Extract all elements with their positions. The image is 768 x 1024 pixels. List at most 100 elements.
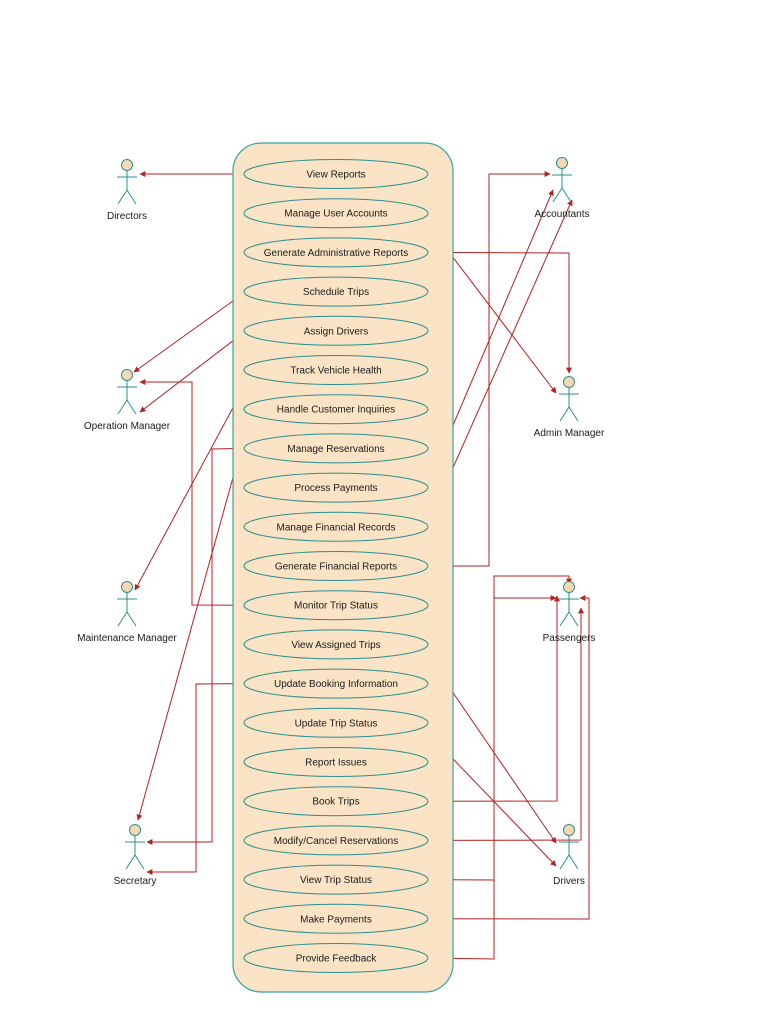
usecase-ellipse [243,198,429,229]
usecase-label: View Assigned Trips [291,640,380,651]
usecase-ellipse [243,668,429,699]
usecase-ellipse [243,707,429,738]
actor-label: Maintenance Manager [77,633,177,644]
usecase-ellipse [243,237,429,268]
usecase-label: Manage User Accounts [284,209,387,220]
usecase-label: Book Trips [312,797,359,808]
usecase-update-trip-status[interactable]: Update Trip Status [243,707,429,738]
usecase-provide-feedback[interactable]: Provide Feedback [243,943,429,973]
usecase-label: Update Booking Information [274,679,398,690]
actor-left-leg [559,854,570,870]
actor-head-icon [129,824,141,836]
usecase-report-issues[interactable]: Report Issues [243,747,429,777]
usecase-ellipse [243,943,429,973]
usecase-ellipse [243,159,429,189]
actor-right-leg [568,611,579,627]
usecase-modify-cancel-reservations[interactable]: Modify/Cancel Reservations [243,825,429,856]
usecase-track-vehicle-health[interactable]: Track Vehicle Health [243,355,429,385]
actor-label: Passengers [543,633,596,644]
usecase-ellipse [243,551,429,581]
actor-right-leg [126,189,137,205]
actor-label: Drivers [553,876,585,887]
usecase-generate-financial-reports[interactable]: Generate Financial Reports [243,551,429,581]
usecase-ellipse [243,511,429,542]
usecase-view-trip-status[interactable]: View Trip Status [243,864,429,895]
actor-drivers[interactable]: Drivers [553,824,585,888]
usecase-view-reports[interactable]: View Reports [243,159,429,189]
usecase-ellipse [243,747,429,777]
actor-label: Accountants [534,209,589,220]
usecase-ellipse [243,825,429,856]
actor-operation-manager[interactable]: Operation Manager [84,369,171,433]
usecase-label: Process Payments [294,483,377,494]
usecase-label: Provide Feedback [296,954,378,965]
edge-secretary-update-booking [146,680,245,875]
usecase-handle-customer-inquiries[interactable]: Handle Customer Inquiries [243,394,429,425]
usecase-label: Monitor Trip Status [294,601,378,612]
usecase-label: Update Trip Status [295,718,378,729]
usecase-label: Handle Customer Inquiries [277,405,395,416]
actor-head-icon [121,159,133,171]
actor-head-icon [556,157,568,169]
actor-secretary[interactable]: Secretary [114,824,157,888]
actor-label: Secretary [114,876,157,887]
edge-opmgr-schedule-trips [133,291,247,373]
actor-admin-manager[interactable]: Admin Manager [534,376,605,440]
actor-left-leg [117,189,128,205]
usecase-generate-admin-reports[interactable]: Generate Administrative Reports [243,237,429,268]
usecase-make-payments[interactable]: Make Payments [243,903,429,934]
actor-head-icon [121,369,133,381]
actor-directors[interactable]: Directors [107,159,147,223]
usecase-ellipse [243,433,429,464]
usecase-update-booking-information[interactable]: Update Booking Information [243,668,429,699]
usecase-schedule-trips[interactable]: Schedule Trips [243,276,429,307]
usecase-label: Make Payments [300,914,372,925]
usecase-book-trips[interactable]: Book Trips [243,786,429,817]
usecase-label: Manage Financial Records [277,522,396,533]
actor-right-leg [126,399,137,415]
actor-accountants[interactable]: Accountants [534,157,590,221]
actor-right-leg [561,187,572,203]
usecase-ellipse [243,903,429,934]
usecase-ellipse [243,864,429,895]
usecase-label: Schedule Trips [303,287,369,298]
actor-passengers[interactable]: Passengers [543,581,596,645]
actor-right-leg [568,854,579,870]
usecase-view-assigned-trips[interactable]: View Assigned Trips [243,629,429,660]
actor-left-leg [117,399,128,415]
usecase-process-payments[interactable]: Process Payments [243,472,429,503]
actor-head-icon [563,376,575,388]
actor-label: Directors [107,211,147,222]
edge-passengers-provide-feedback [427,575,572,962]
usecase-label: Track Vehicle Health [290,366,381,377]
usecase-ellipse [243,472,429,503]
actor-left-leg [559,406,570,422]
usecase-label: View Reports [306,170,365,181]
usecase-ellipse [243,315,429,346]
actor-right-leg [126,611,137,627]
actor-left-leg [117,611,128,627]
usecase-monitor-trip-status[interactable]: Monitor Trip Status [243,590,429,621]
usecase-assign-drivers[interactable]: Assign Drivers [243,315,429,346]
usecase-label: View Trip Status [300,875,372,886]
usecase-label: Assign Drivers [304,326,368,337]
usecase-ellipse [243,590,429,621]
actor-label: Operation Manager [84,421,171,432]
actor-head-icon [121,581,133,593]
usecase-manage-user-accounts[interactable]: Manage User Accounts [243,198,429,229]
usecase-manage-financial-records[interactable]: Manage Financial Records [243,511,429,542]
actor-maintenance-manager[interactable]: Maintenance Manager [77,581,177,645]
usecase-ellipse [243,276,429,307]
usecase-label: Generate Financial Reports [275,562,397,573]
edge-admin-generate-admin-reports [427,249,572,374]
actor-left-leg [559,611,570,627]
edge-opmgr-assign-drivers [139,330,247,413]
usecase-manage-reservations[interactable]: Manage Reservations [243,433,429,464]
actor-label: Admin Manager [534,428,605,439]
actor-head-icon [563,581,575,593]
actor-head-icon [563,824,575,836]
usecase-ellipse [243,394,429,425]
